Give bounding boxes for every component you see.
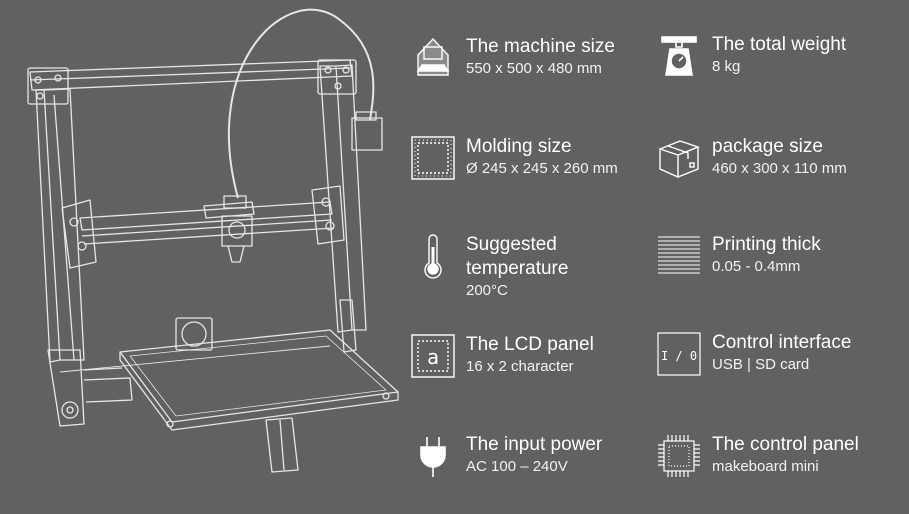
io-icon-text: I / 0 xyxy=(661,349,697,363)
package-box-icon xyxy=(656,135,702,181)
spec-title: The control panel xyxy=(712,434,859,455)
spec-value: 8 kg xyxy=(712,58,741,75)
spec-title: Control interface xyxy=(712,332,852,353)
spec-value: makeboard mini xyxy=(712,458,819,475)
spec-input-power: The input power AC 100 – 240V xyxy=(410,433,602,479)
spec-title: The input power xyxy=(466,434,603,455)
machine-size-icon xyxy=(410,35,456,81)
spec-value: Ø 245 x 245 x 260 mm xyxy=(466,160,618,177)
spec-control-interface: I / 0 Control interface USB | SD card xyxy=(656,331,851,377)
spec-value: USB | SD card xyxy=(712,356,810,373)
io-interface-icon: I / 0 xyxy=(656,331,702,377)
spec-value: 200°C xyxy=(466,282,508,299)
spec-value: 460 x 300 x 110 mm xyxy=(712,160,847,177)
lcd-panel-icon: a xyxy=(410,333,456,379)
spec-total-weight: The total weight 8 kg xyxy=(656,33,846,79)
spec-title: Printing thick xyxy=(712,234,821,255)
spec-value: 0.05 - 0.4mm xyxy=(712,258,801,275)
printer-illustration xyxy=(0,0,410,514)
spec-title: The LCD panel xyxy=(466,334,594,355)
spec-title: package size xyxy=(712,136,823,157)
spec-title: The machine size xyxy=(466,36,615,57)
spec-molding-size: Molding size Ø 245 x 245 x 260 mm xyxy=(410,135,618,181)
spec-title: Molding size xyxy=(466,136,572,157)
lcd-icon-glyph: a xyxy=(427,345,439,369)
spec-machine-size: The machine size 550 x 500 x 480 mm xyxy=(410,35,615,81)
weight-scale-icon xyxy=(656,33,702,79)
spec-printing-thick: Printing thick 0.05 - 0.4mm xyxy=(656,233,821,279)
spec-package-size: package size 460 x 300 x 110 mm xyxy=(656,135,847,181)
spec-value: 550 x 500 x 480 mm xyxy=(466,60,602,77)
spec-control-panel: The control panel makeboard mini xyxy=(656,433,859,479)
spec-value: AC 100 – 240V xyxy=(466,458,568,475)
chip-icon xyxy=(656,433,702,479)
spec-lcd-panel: a The LCD panel 16 x 2 character xyxy=(410,333,594,379)
spec-title: The total weight xyxy=(712,34,847,55)
spec-temperature: Suggested temperature 200°C xyxy=(410,233,616,301)
layers-icon xyxy=(656,233,702,279)
molding-size-icon xyxy=(410,135,456,181)
spec-title: Suggested temperature xyxy=(466,234,569,279)
thermometer-icon xyxy=(410,233,456,279)
power-plug-icon xyxy=(410,433,456,479)
spec-value: 16 x 2 character xyxy=(466,358,574,375)
